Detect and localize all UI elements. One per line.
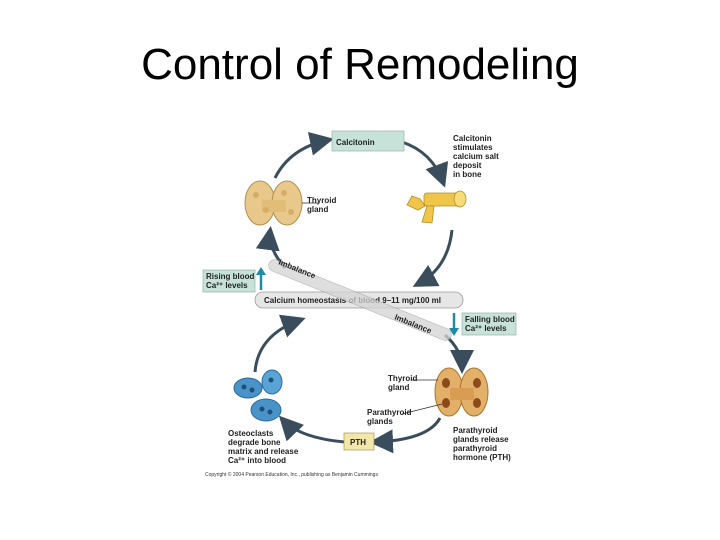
copyright-text: Copyright © 2004 Pearson Education, Inc.… [205, 471, 378, 478]
imbalance-beam [268, 259, 452, 341]
rising-blood-box [202, 269, 256, 293]
arrow-thyroid-to-calcitonin [273, 131, 334, 179]
arrow-osteoclasts-to-bar [253, 314, 306, 373]
parathyroid-label: Parathyroid glands [367, 408, 414, 426]
osteoclasts-text: Osteoclasts degrade bone matrix and rele… [228, 429, 301, 465]
rising-blood-label: Rising blood Ca²⁺ levels [206, 272, 257, 290]
pth-label: PTH [350, 438, 366, 447]
arrow-calcitonin-to-bone [401, 140, 449, 188]
arrow-glands-to-pth [369, 417, 442, 454]
calcitonin-label: Calcitonin [336, 138, 375, 147]
falling-blood-label: Falling blood Ca²⁺ levels [465, 315, 517, 333]
bone-illustration [406, 190, 467, 224]
arrow-bone-to-bar [412, 229, 454, 287]
calcitonin-effect-text: Calcitonin stimulates calcium salt depos… [453, 134, 501, 179]
thyroid-gland-top-illustration [244, 180, 303, 226]
osteoclasts-illustration [233, 369, 283, 422]
arrow-pth-to-osteoclasts [278, 415, 346, 444]
thyroid-bottom-label: Thyroid gland [388, 374, 420, 392]
pth-box [343, 432, 375, 451]
falling-blood-box [461, 312, 517, 336]
thyroid-parathyroid-illustration [434, 367, 489, 417]
pth-release-text: Parathyroid glands release parathyroid h… [453, 426, 511, 462]
thyroid-top-label: Thyroid gland [307, 196, 339, 214]
slide-title: Control of Remodeling [141, 40, 579, 89]
calcitonin-box [331, 130, 405, 152]
rising-arrow-icon [256, 267, 266, 290]
falling-arrow-icon [449, 313, 459, 336]
